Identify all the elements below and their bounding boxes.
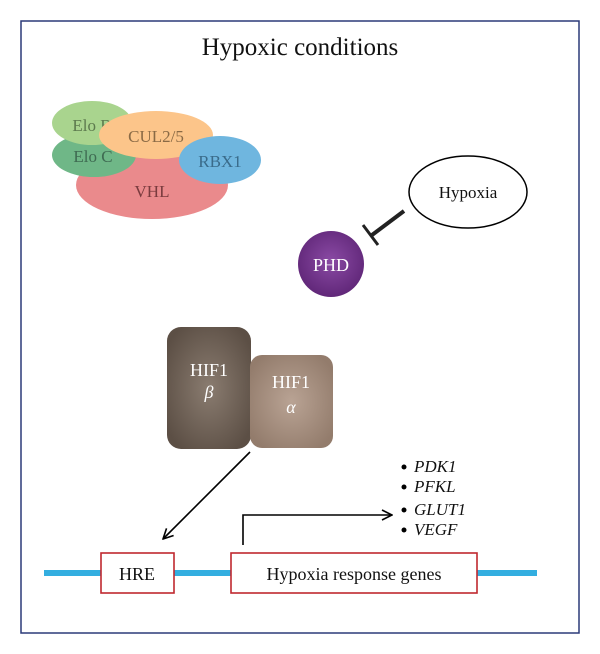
vhl-complex: VHL Elo C Elo B CUL2/5 RBX1 xyxy=(52,101,261,219)
hre-label: HRE xyxy=(119,564,155,584)
inhibition-line xyxy=(370,209,406,237)
gene-bullet xyxy=(401,464,407,470)
gene-bullet xyxy=(401,507,407,513)
gene-item: PFKL xyxy=(413,477,456,496)
phd-node xyxy=(298,231,364,297)
cul-label: CUL2/5 xyxy=(128,127,184,146)
gene-item: VEGF xyxy=(414,520,458,539)
vhl-label: VHL xyxy=(135,182,170,201)
elo-c-label: Elo C xyxy=(73,147,112,166)
inhibition-bar xyxy=(361,224,380,246)
hif1-alpha-symbol: α xyxy=(286,397,296,417)
gene-bullet xyxy=(401,484,407,490)
hif1-beta-symbol: β xyxy=(204,382,214,402)
hif1-alpha-block xyxy=(250,355,333,448)
response-genes-label: Hypoxia response genes xyxy=(267,564,442,584)
rbx1-shape xyxy=(179,136,261,184)
hif1-beta-block xyxy=(167,327,251,449)
gene-item: GLUT1 xyxy=(414,500,466,519)
response-genes-box xyxy=(230,552,478,594)
gene-list: PDK1 PFKL GLUT1 VEGF xyxy=(401,457,466,539)
hypoxia-node xyxy=(408,155,528,229)
binding-arrow xyxy=(163,451,251,539)
hif1-alpha-name: HIF1 xyxy=(272,372,310,392)
hif1-beta-name: HIF1 xyxy=(190,360,228,380)
gene-bullet xyxy=(401,527,407,533)
cul-shape xyxy=(99,111,213,159)
diagram-title: Hypoxic conditions xyxy=(202,34,399,61)
rbx1-label: RBX1 xyxy=(198,152,241,171)
hre-box xyxy=(100,552,175,594)
transcription-arrow xyxy=(242,515,392,545)
phd-label: PHD xyxy=(313,255,349,275)
gene-item: PDK1 xyxy=(413,457,457,476)
hypoxia-label: Hypoxia xyxy=(439,183,498,202)
